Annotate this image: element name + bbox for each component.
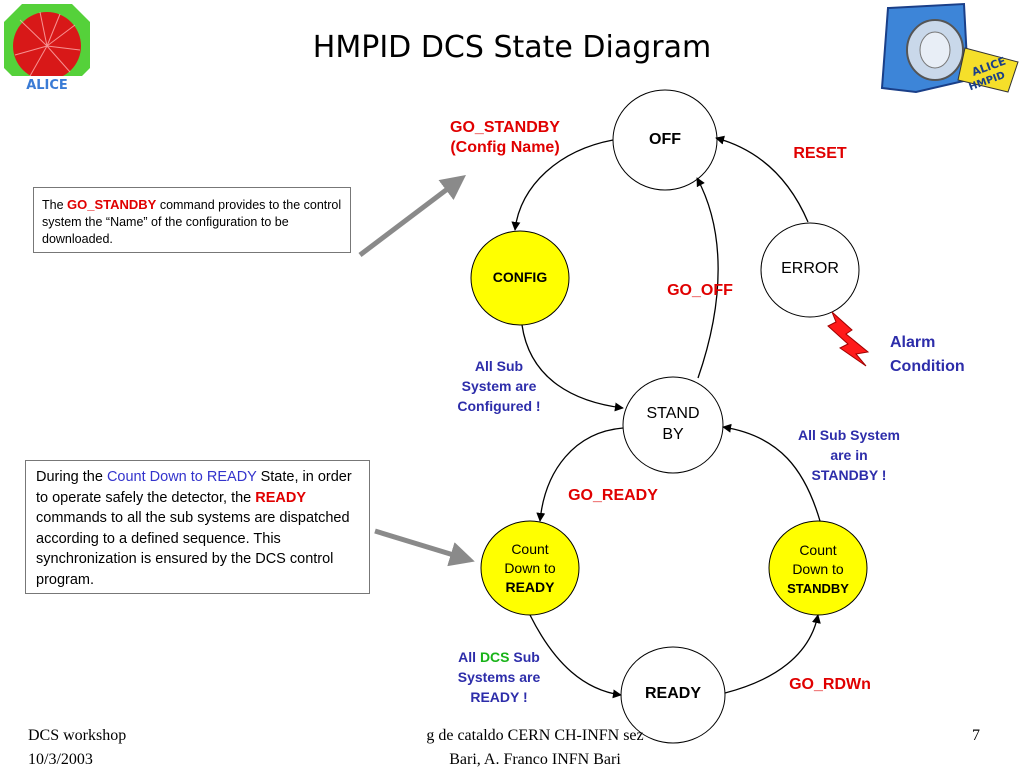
footer-author-line1: g de cataldo CERN CH-INFN sez bbox=[426, 727, 644, 744]
arrow-standby-to-off bbox=[696, 177, 719, 379]
arrow-off-to-config bbox=[511, 139, 614, 231]
all-dcs-prefix: All bbox=[458, 649, 480, 665]
transition-reset-label: RESET bbox=[793, 145, 847, 162]
go-standby-line1: GO_STANDBY bbox=[450, 119, 560, 136]
pointer-arrow-standby-note bbox=[358, 174, 466, 257]
note-standby-keyword: GO_STANDBY bbox=[67, 197, 157, 212]
footer-center: g de cataldo CERN CH-INFN sez Bari, A. F… bbox=[380, 724, 690, 772]
state-config-label: CONFIG bbox=[492, 269, 548, 285]
all-dcs-line2: Systems are bbox=[457, 669, 541, 685]
state-error-circle bbox=[760, 222, 860, 318]
all-sub-configured-line3: Configured ! bbox=[457, 398, 541, 414]
state-ready-label: READY bbox=[644, 685, 701, 702]
all-dcs-suffix: Sub bbox=[509, 649, 540, 665]
all-dcs-line3: READY ! bbox=[470, 689, 528, 705]
footer-author-line2: Bari, A. Franco INFN Bari bbox=[449, 751, 621, 768]
alarm-condition-label: Alarm Condition bbox=[890, 331, 1000, 379]
all-sub-standby-line3: STANDBY ! bbox=[811, 467, 887, 483]
note-countdown-mid: State, in order to operate safely the de… bbox=[36, 469, 352, 506]
alarm-line1: Alarm bbox=[890, 334, 936, 351]
all-sub-standby-line1: All Sub System bbox=[798, 427, 900, 443]
state-standby-line2: BY bbox=[662, 426, 684, 443]
note-standby-pre: The bbox=[42, 198, 68, 212]
page-title: HMPID DCS State Diagram bbox=[312, 30, 712, 65]
countdown-ready-line2: Down to bbox=[504, 560, 556, 576]
note-go-standby: The GO_STANDBY command provides to the c… bbox=[33, 187, 351, 253]
alice-logo-text: ALICE bbox=[26, 78, 68, 93]
alarm-lightning-icon bbox=[827, 311, 870, 367]
note-countdown-highlight: Count Down to READY bbox=[106, 469, 257, 485]
countdown-ready-line1: Count bbox=[511, 541, 549, 557]
arrow-countdown-standby-to-standby bbox=[722, 423, 821, 522]
all-sub-standby-line2: are in bbox=[830, 447, 868, 463]
arrow-ready-to-countdown-standby bbox=[724, 614, 821, 694]
alice-logo-left: ALICE bbox=[2, 4, 92, 93]
state-standby-line1: STAND bbox=[646, 405, 700, 422]
arrow-countdown-ready-to-ready bbox=[529, 614, 622, 699]
countdown-standby-line2: Down to bbox=[792, 561, 844, 577]
note-countdown-keyword: READY bbox=[255, 489, 307, 506]
state-error-label: ERROR bbox=[781, 260, 839, 277]
note-countdown-post: commands to all the sub systems are disp… bbox=[36, 510, 350, 588]
state-config-circle bbox=[470, 230, 570, 326]
transition-go-ready-label: GO_READY bbox=[568, 487, 658, 504]
state-countdown-ready-label: Count Down to READY bbox=[486, 540, 574, 597]
arrow-config-to-standby bbox=[521, 324, 624, 412]
countdown-standby-line3: STANDBY bbox=[787, 581, 849, 596]
all-dcs-ready-label: All DCS Sub Systems are READY ! bbox=[438, 647, 560, 707]
alarm-line2: Condition bbox=[890, 358, 965, 375]
all-sub-configured-line1: All Sub bbox=[474, 358, 524, 374]
all-dcs-line1: All DCS Sub bbox=[438, 647, 560, 667]
transition-go-off-label: GO_OFF bbox=[667, 282, 733, 299]
state-off-label: OFF bbox=[649, 131, 681, 148]
countdown-standby-line1: Count bbox=[799, 542, 837, 558]
note-countdown-pre: During the bbox=[36, 469, 107, 485]
footer-date: 10/3/2003 bbox=[28, 751, 93, 768]
state-countdown-standby-label: Count Down to STANDBY bbox=[772, 541, 864, 598]
footer-left: DCS workshop 10/3/2003 bbox=[28, 724, 228, 772]
countdown-ready-line3: READY bbox=[505, 579, 555, 595]
note-countdown-ready: During the Count Down to READY State, in… bbox=[25, 460, 370, 594]
note-standby-post: command provides to the control system t… bbox=[42, 198, 342, 246]
all-sub-configured-line2: System are bbox=[461, 378, 537, 394]
state-standby-label: STAND BY bbox=[633, 403, 713, 445]
dcs-word: DCS bbox=[479, 649, 510, 665]
footer-event: DCS workshop bbox=[28, 727, 127, 744]
all-sub-standby-label: All Sub System are in STANDBY ! bbox=[778, 425, 920, 485]
go-standby-line2: (Config Name) bbox=[450, 139, 560, 156]
transition-go-standby-label: GO_STANDBY (Config Name) bbox=[420, 118, 590, 158]
pointer-arrow-countdown-note bbox=[374, 528, 475, 567]
transition-go-rdwn-label: GO_RDWn bbox=[789, 676, 871, 693]
arrow-standby-to-countdown-ready bbox=[536, 427, 624, 522]
footer-page-number: 7 bbox=[972, 727, 980, 744]
arrow-error-to-off bbox=[715, 135, 809, 223]
hmpid-logo-right: ALICE HMPID bbox=[880, 2, 1019, 93]
all-sub-configured-label: All Sub System are Configured ! bbox=[440, 356, 558, 416]
